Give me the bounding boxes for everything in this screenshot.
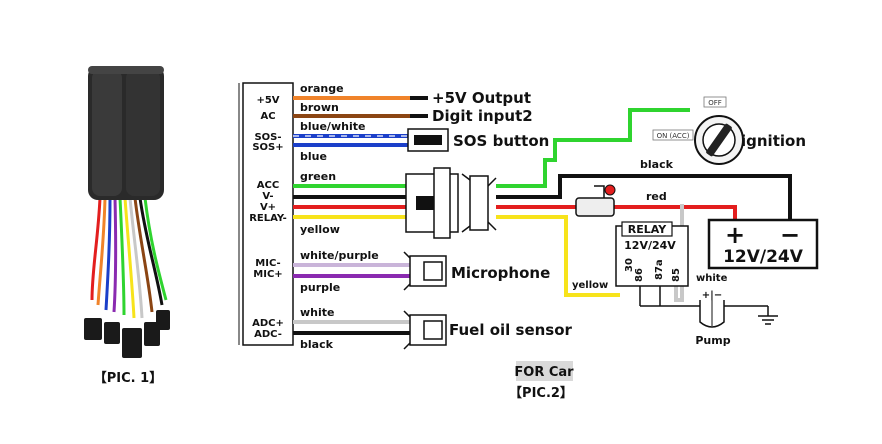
pin-block (242, 82, 294, 346)
battery-plus: + (725, 221, 745, 249)
diagram-caption: FOR Car (514, 365, 574, 380)
battery-minus: − (780, 221, 800, 249)
main-connector (405, 167, 497, 239)
signal-wires (293, 96, 428, 335)
relay-pin-86: 86 (634, 268, 645, 282)
wire-label-white: white (300, 306, 334, 319)
pin-labels: +5V AC SOS- SOS+ ACC V- V+ RELAY- MIC- M… (249, 95, 287, 340)
sos-button-label: SOS button (453, 132, 549, 150)
wire-label-brown: brown (300, 101, 339, 114)
device-wire-bundle (90, 197, 168, 319)
battery-voltage-label: 12V/24V (723, 247, 804, 267)
power-label-black: black (640, 158, 674, 171)
pin-label: AC (260, 111, 275, 122)
power-wiring (496, 108, 792, 302)
wire-label-black: black (300, 338, 334, 351)
output-5v-label: +5V Output (432, 89, 531, 107)
battery: + − 12V/24V (707, 218, 819, 270)
relay-pin-87a: 87a (654, 259, 665, 280)
sos-button-connector (407, 128, 449, 152)
relay-voltage: 12V/24V (624, 239, 676, 252)
wire-label-blue-white: blue/white (300, 120, 365, 133)
pump-label: Pump (695, 334, 730, 347)
ignition-switch: OFF ON (ACC) (652, 96, 744, 165)
microphone-label: Microphone (451, 264, 550, 282)
power-label-red: red (646, 190, 667, 203)
pin-label: SOS+ (252, 142, 283, 153)
pin-label: ADC- (254, 329, 282, 340)
pin-label: V- (262, 191, 273, 202)
pin-label: ADC+ (252, 318, 284, 329)
pin-label: SOS- (254, 132, 281, 143)
fuel-sensor-connector (403, 310, 447, 350)
pin-label: MIC- (255, 258, 280, 269)
wire-label-white-purple: white/purple (300, 249, 379, 262)
power-label-yellow: yellow (572, 280, 608, 291)
device-caption: 【PIC. 1】 (94, 370, 162, 386)
pump: +|− Pump (695, 290, 730, 347)
wire-label-blue: blue (300, 150, 327, 163)
gps-tracker-device (84, 66, 170, 358)
wire-label-orange: orange (300, 82, 344, 95)
pin-label: RELAY- (249, 213, 287, 224)
wire-label-green: green (300, 170, 336, 183)
microphone-connector (403, 251, 447, 291)
relay-title: RELAY (628, 223, 667, 236)
relay: RELAY 12V/24V 30 86 87a 85 (615, 221, 689, 306)
diagram-subcaption: 【PIC.2】 (509, 385, 573, 401)
wire-labels: orange brown blue/white blue green yello… (300, 82, 379, 351)
pump-polarity: +|− (702, 290, 722, 301)
fuse-holder (575, 184, 616, 217)
ignition-off-label: OFF (708, 99, 722, 107)
relay-pin-30: 30 (624, 258, 635, 272)
wire-label-purple: purple (300, 281, 340, 294)
pin-label: MIC+ (253, 269, 282, 280)
ignition-label: ignition (741, 132, 806, 150)
power-label-white: white (696, 273, 728, 284)
pin-label: ACC (257, 180, 279, 191)
ignition-on-label: ON (ACC) (657, 132, 690, 140)
pin-label: +5V (256, 95, 279, 106)
device-connectors (84, 310, 170, 358)
fuel-sensor-label: Fuel oil sensor (449, 321, 573, 339)
relay-pin-85: 85 (671, 268, 682, 282)
pin-label: V+ (260, 202, 276, 213)
digit-input-label: Digit input2 (432, 107, 533, 125)
wire-label-yellow: yellow (300, 223, 340, 236)
caption-highlight (516, 361, 573, 381)
